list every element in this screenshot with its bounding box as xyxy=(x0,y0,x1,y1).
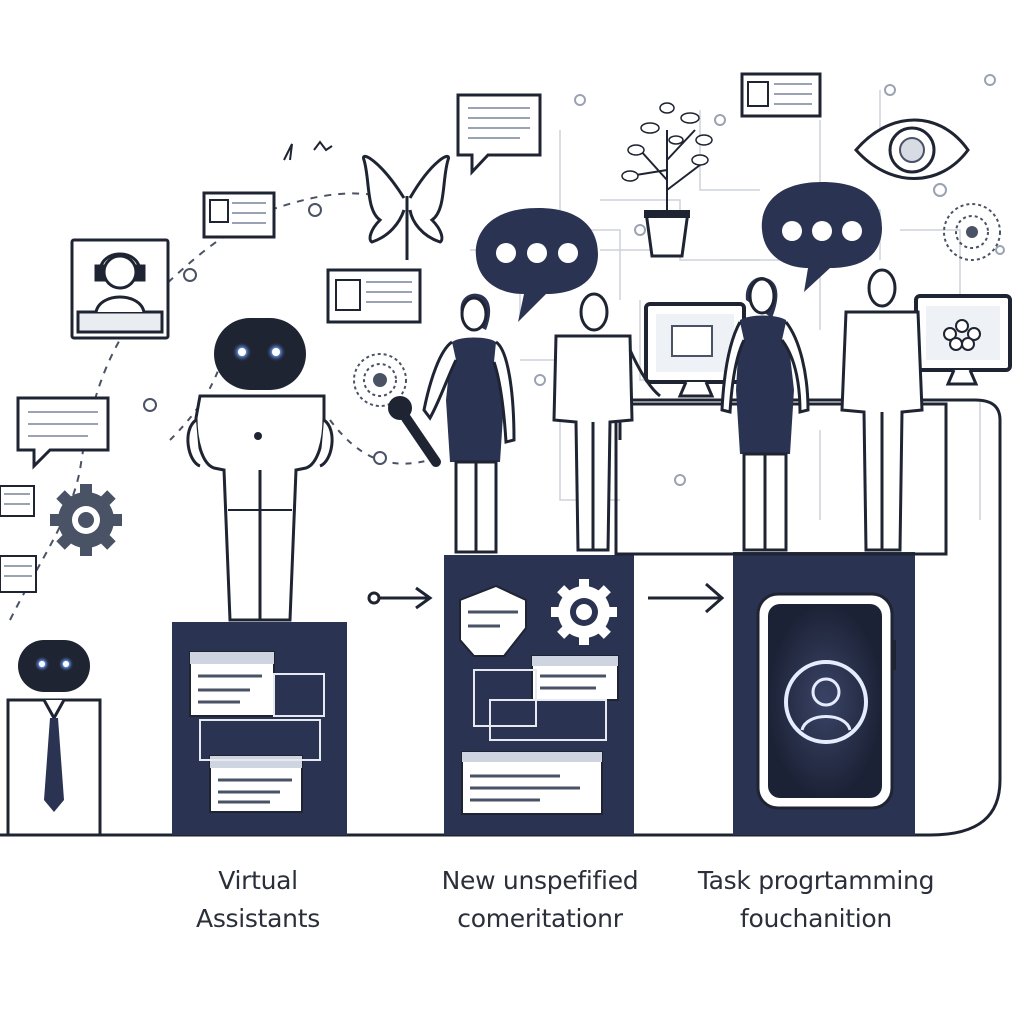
robot-icon xyxy=(186,318,334,622)
person-woman-2 xyxy=(720,276,810,552)
caption-line-1: Virtual xyxy=(218,866,298,895)
caption-line-2: fouchanition xyxy=(740,904,892,933)
caption-line-2: comeritationr xyxy=(457,904,623,933)
caption-new-unspefified: New unspefified comeritationr xyxy=(416,862,664,938)
caption-line-1: New unspefified xyxy=(441,866,639,895)
caption-line-2: Assistants xyxy=(196,904,320,933)
pedestal-virtual-assistants xyxy=(172,622,347,835)
arrow-right-icon xyxy=(648,582,725,614)
document-stack xyxy=(0,485,37,593)
document-card xyxy=(202,72,822,324)
pedestal-new-unspefified xyxy=(444,555,634,835)
caption-virtual-assistants: Virtual Assistants xyxy=(178,862,338,938)
speech-bubble-icon xyxy=(456,93,542,176)
user-avatar-icon xyxy=(784,660,868,744)
eye-icon xyxy=(854,118,970,180)
gear-icon xyxy=(50,484,122,556)
monitor-icon xyxy=(914,294,1012,386)
butterfly-icon xyxy=(362,154,450,260)
person-man-2 xyxy=(840,268,924,552)
chat-bubble-icon xyxy=(761,182,882,292)
dashed-connector-2 xyxy=(169,329,231,441)
plant-icon xyxy=(621,102,713,258)
arrow-right-icon xyxy=(367,586,433,610)
robot-icon xyxy=(6,640,102,837)
headset-profile-card xyxy=(70,238,170,340)
caption-task-programming: Task progrtamming fouchanition xyxy=(690,862,942,938)
chat-bubble-icon xyxy=(475,208,598,322)
smartphone-icon xyxy=(756,592,896,810)
ground-line xyxy=(0,398,1002,837)
magnifier-icon xyxy=(388,396,441,467)
speech-bubble-icon xyxy=(16,396,110,470)
monitor-icon xyxy=(644,302,746,398)
person-woman-1 xyxy=(422,293,516,554)
dashed-connector-3 xyxy=(329,419,431,465)
pedestal-task-programming xyxy=(733,552,915,835)
target-icon xyxy=(353,203,1001,407)
gear-icon xyxy=(551,579,617,645)
caption-line-1: Task progrtamming xyxy=(697,866,935,895)
person-man-1 xyxy=(552,292,661,552)
